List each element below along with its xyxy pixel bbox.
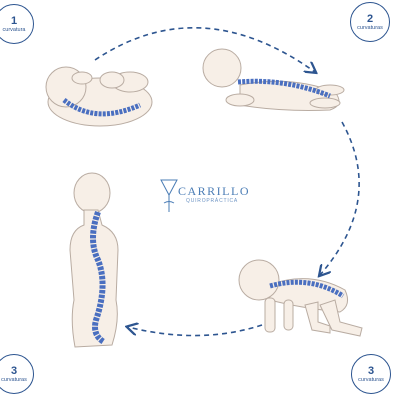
arrow-2-to-3 <box>320 122 359 275</box>
badge-label: curvaturas <box>358 377 384 384</box>
arrow-3-to-adult <box>128 325 262 336</box>
badge-number: 2 <box>367 13 373 25</box>
carrillo-logo-icon <box>161 180 177 212</box>
newborn-illustration <box>46 67 152 126</box>
curvature-badge-crawling: 3 curvaturas <box>351 354 391 394</box>
adult-illustration <box>70 173 118 347</box>
crawling-baby-illustration <box>239 260 362 336</box>
badge-label: curvatura <box>3 27 26 34</box>
badge-number: 1 <box>11 15 17 27</box>
curvature-badge-prone: 2 curvaturas <box>350 2 390 42</box>
badge-label: curvaturas <box>1 377 27 384</box>
badge-number: 3 <box>11 365 17 377</box>
logo-name: CARRILLO <box>178 184 250 199</box>
badge-label: curvaturas <box>357 25 383 32</box>
prone-baby-illustration <box>203 49 344 110</box>
logo-subtitle: QUIROPRÁCTICA <box>186 198 238 204</box>
badge-number: 3 <box>368 365 374 377</box>
